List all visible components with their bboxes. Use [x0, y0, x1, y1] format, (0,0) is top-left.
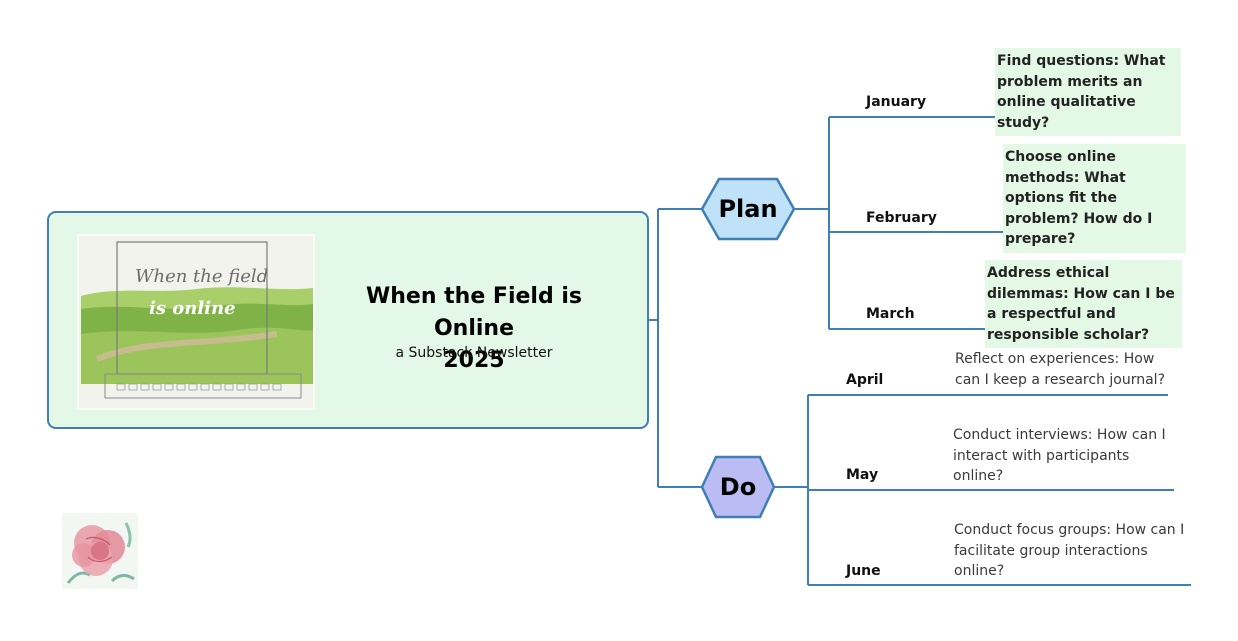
phase-label-do: Do	[719, 473, 757, 501]
do-topic-may[interactable]: Conduct interviews: How can I interact w…	[953, 427, 1166, 484]
newsletter-cover-image: When the field is online	[77, 234, 315, 410]
phase-node-plan[interactable]: Plan	[700, 177, 796, 241]
month-april[interactable]: April	[846, 372, 884, 388]
connector-plan-branches	[795, 116, 1186, 330]
do-topic-june[interactable]: Conduct focus groups: How can I facilita…	[954, 522, 1185, 579]
plan-topic-march[interactable]: Address ethical dilemmas: How can I be a…	[985, 260, 1182, 348]
cover-image-text-line2: is online	[149, 298, 236, 319]
phase-node-do[interactable]: Do	[700, 455, 776, 519]
month-may[interactable]: May	[846, 467, 879, 483]
cover-image-text-line1: When the field	[135, 266, 268, 287]
connector-do-branches	[775, 394, 1191, 586]
phase-label-plan: Plan	[718, 195, 778, 223]
central-subtitle: a Substack Newsletter	[395, 345, 553, 361]
plan-hexagon-shape	[700, 177, 796, 241]
month-june[interactable]: June	[846, 563, 881, 579]
month-february[interactable]: February	[866, 210, 937, 226]
plan-topic-february[interactable]: Choose online methods: What options fit …	[1003, 144, 1186, 253]
flower-image	[62, 513, 138, 589]
central-title: When the Field is Online 2025	[325, 281, 623, 377]
central-topic[interactable]: When the field is online When the Field …	[47, 211, 649, 429]
do-topic-april[interactable]: Reflect on experiences: How can I keep a…	[955, 351, 1166, 388]
central-title-line1: When the Field is Online	[365, 284, 582, 341]
plan-topic-january[interactable]: Find questions: What problem merits an o…	[995, 48, 1181, 136]
month-january[interactable]: January	[866, 94, 927, 110]
connector-central-trunk	[649, 208, 703, 488]
do-hexagon-shape	[700, 455, 776, 519]
central-title-line2: 2025	[443, 348, 505, 373]
month-march[interactable]: March	[866, 306, 915, 322]
